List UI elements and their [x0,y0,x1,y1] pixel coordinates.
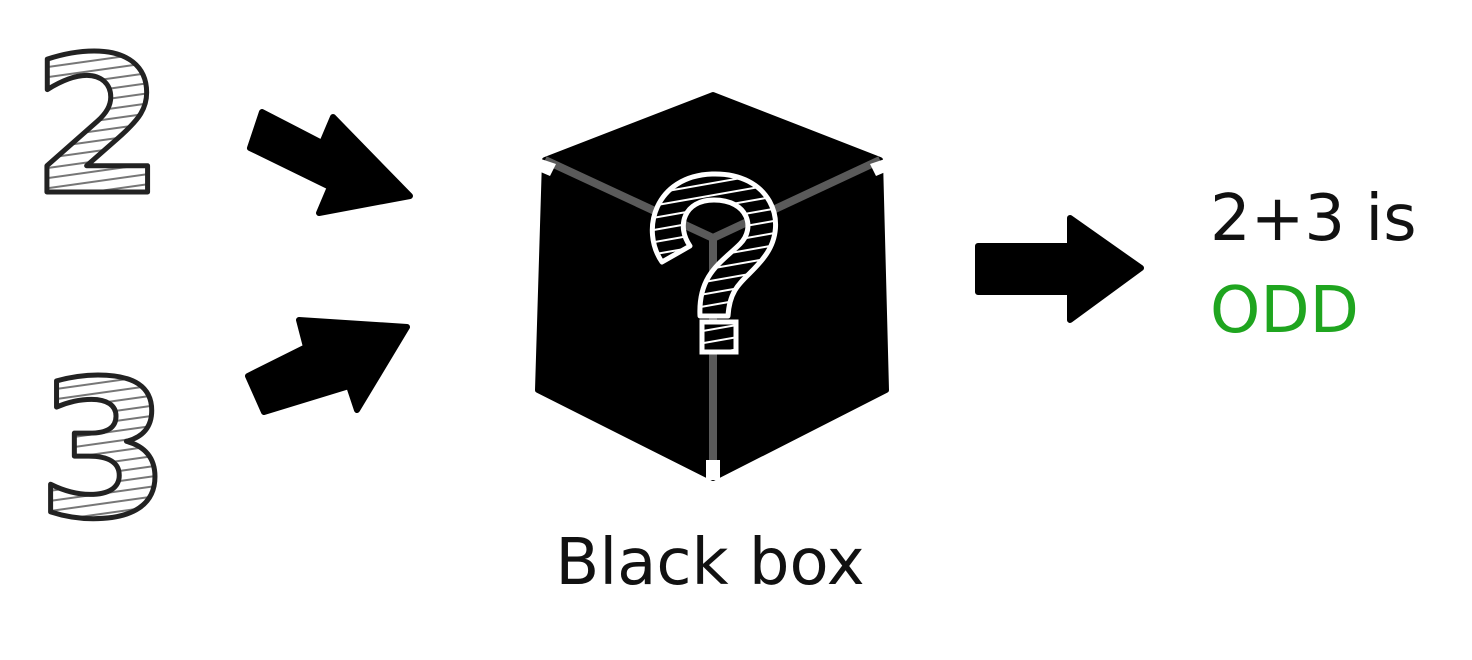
input-digit-3: 3 [38,340,170,561]
result-verdict: ODD [1210,274,1359,348]
question-mark-icon [649,171,778,355]
input-arrow-upper [247,109,413,216]
result-expression: 2+3 is [1210,182,1417,256]
input-arrow-lower [245,317,410,415]
box-label: Black box [555,526,864,600]
input-digit-2: 2 [32,16,164,237]
output-arrow [975,215,1144,323]
